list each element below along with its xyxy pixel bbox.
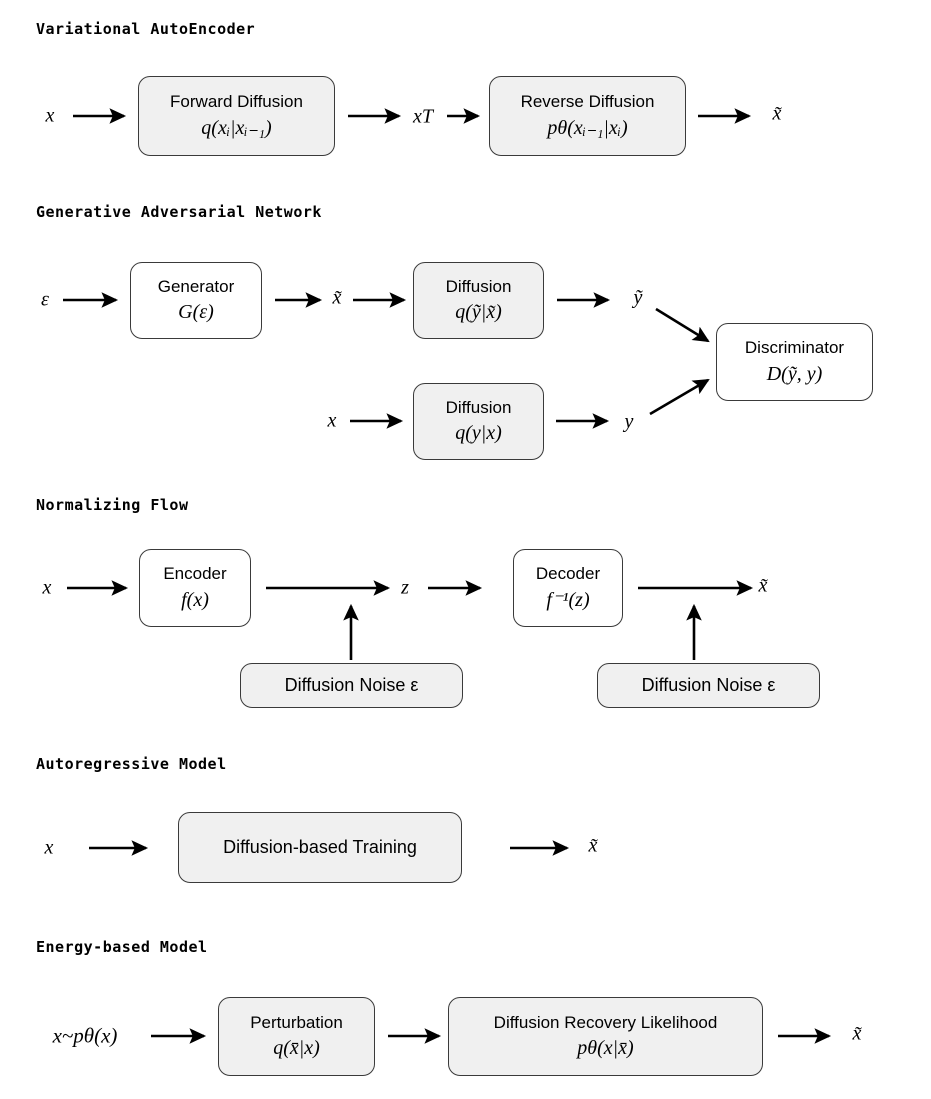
node-diffusion-based-training[interactable]: Diffusion-based Training — [178, 812, 462, 883]
node-discriminator-label: Discriminator — [744, 338, 845, 358]
node-encoder[interactable]: Encoder f(x) — [139, 549, 251, 627]
node-perturbation-formula: q(x̄|x) — [273, 1037, 320, 1060]
node-reverse-diffusion-formula: pθ(xᵢ₋₁|xᵢ) — [547, 116, 628, 139]
label-vae-xt: xT — [413, 105, 433, 128]
node-gan-diffusion-bottom[interactable]: Diffusion q(y|x) — [413, 383, 544, 460]
label-flow-output: x̃ — [758, 574, 768, 597]
node-diffusion-recovery-likelihood[interactable]: Diffusion Recovery Likelihood pθ(x|x̄) — [448, 997, 763, 1076]
node-perturbation-label: Perturbation — [250, 1012, 343, 1032]
node-diffusion-recovery-likelihood-formula: pθ(x|x̄) — [577, 1037, 634, 1060]
node-forward-diffusion-formula: q(xᵢ|xᵢ₋₁) — [201, 116, 272, 139]
node-diffusion-noise-right-label: Diffusion Noise ε — [641, 675, 776, 696]
label-gan-xtilde: x̃ — [332, 286, 342, 309]
node-encoder-formula: f(x) — [181, 588, 209, 611]
section-title-autoregressive: Autoregressive Model — [36, 755, 227, 773]
node-diffusion-noise-right[interactable]: Diffusion Noise ε — [597, 663, 820, 708]
node-encoder-label: Encoder — [163, 564, 227, 584]
label-ar-input: x — [44, 836, 54, 859]
node-decoder-formula: f⁻¹(z) — [546, 588, 590, 611]
section-title-gan: Generative Adversarial Network — [36, 203, 322, 221]
node-gan-diffusion-top[interactable]: Diffusion q(ỹ|x̃) — [413, 262, 544, 339]
label-gan-y: y — [624, 410, 634, 433]
label-ebm-output: x̃ — [852, 1022, 862, 1045]
node-gan-diffusion-bottom-formula: q(y|x) — [455, 422, 502, 445]
node-forward-diffusion[interactable]: Forward Diffusion q(xᵢ|xᵢ₋₁) — [138, 76, 335, 156]
node-decoder-label: Decoder — [535, 564, 601, 584]
label-flow-input: x — [42, 576, 52, 599]
node-reverse-diffusion-label: Reverse Diffusion — [520, 92, 655, 112]
arrow-gan-y-to-discriminator — [649, 378, 710, 416]
node-gan-diffusion-top-formula: q(ỹ|x̃) — [455, 301, 502, 324]
label-gan-x: x — [327, 409, 337, 432]
node-gan-diffusion-bottom-label: Diffusion — [445, 397, 512, 417]
node-diffusion-based-training-label: Diffusion-based Training — [223, 837, 417, 858]
label-ar-output: x̃ — [588, 834, 598, 857]
node-forward-diffusion-label: Forward Diffusion — [170, 92, 303, 112]
node-discriminator[interactable]: Discriminator D(ỹ, y) — [716, 323, 873, 401]
node-generator[interactable]: Generator G(ε) — [130, 262, 262, 339]
label-gan-epsilon: ε — [41, 288, 49, 311]
label-ebm-input: x~pθ(x) — [52, 1023, 118, 1048]
node-generator-formula: G(ε) — [178, 301, 214, 324]
node-generator-label: Generator — [157, 276, 235, 296]
arrow-gan-ytilde-to-discriminator — [655, 307, 710, 343]
node-gan-diffusion-top-label: Diffusion — [445, 276, 512, 296]
node-diffusion-recovery-likelihood-label: Diffusion Recovery Likelihood — [493, 1012, 718, 1032]
section-title-vae: Variational AutoEncoder — [36, 20, 256, 38]
node-diffusion-noise-left-label: Diffusion Noise ε — [284, 675, 419, 696]
label-flow-z: z — [401, 576, 409, 599]
label-vae-output: x̃ — [772, 102, 782, 125]
node-discriminator-formula: D(ỹ, y) — [766, 362, 823, 385]
section-title-flow: Normalizing Flow — [36, 496, 189, 514]
label-vae-input: x — [45, 104, 55, 127]
node-perturbation[interactable]: Perturbation q(x̄|x) — [218, 997, 375, 1076]
node-reverse-diffusion[interactable]: Reverse Diffusion pθ(xᵢ₋₁|xᵢ) — [489, 76, 686, 156]
node-decoder[interactable]: Decoder f⁻¹(z) — [513, 549, 623, 627]
node-diffusion-noise-left[interactable]: Diffusion Noise ε — [240, 663, 463, 708]
section-title-ebm: Energy-based Model — [36, 938, 208, 956]
label-gan-ytilde: ỹ — [633, 286, 643, 309]
